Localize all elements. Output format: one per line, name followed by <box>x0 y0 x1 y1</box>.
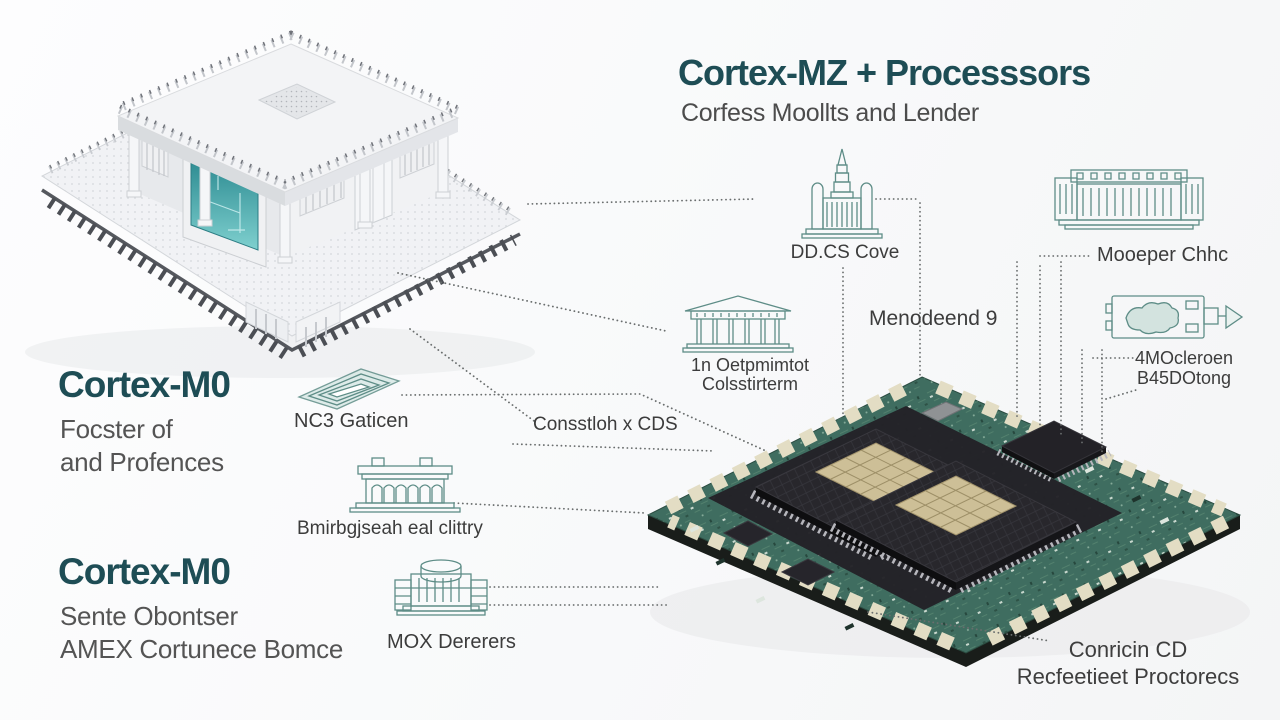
section-text-bottom-line1: Sente Obontser <box>60 601 238 631</box>
small-chip <box>996 420 1112 483</box>
callout-label-mocleroen-line2: B45DOtong <box>1136 368 1232 388</box>
callout-label-oetpmimtot-line1: 1n Oetpmimtot <box>690 355 810 375</box>
spire-building-icon <box>801 148 883 239</box>
section-heading-cortex-m0-top: Cortex-M0 <box>58 364 231 405</box>
callout-label-mocleroen: 4MOcleroen B45DOtong <box>1130 348 1238 388</box>
chip-tray-icon <box>297 368 401 410</box>
engine-schematic-icon <box>1105 295 1244 339</box>
callout-label-conricin: Conricin CD Recfeetieet Proctorecs <box>1000 636 1256 690</box>
section-text-top-line2: and Profences <box>60 447 224 477</box>
section-heading-cortex-m0-bottom: Cortex-M0 <box>58 551 231 592</box>
section-text-bottom: Sente Obontser AMEX Cortunece Bomce <box>60 600 343 666</box>
callout-label-mooeper: Mooeper Chhc <box>1097 244 1229 266</box>
callout-label-bmrbgjseahr: Bmirbgjseah eal clittry <box>297 518 483 539</box>
page-subtitle: Corfess Moollts and Lender <box>681 99 979 127</box>
temple-building-icon <box>682 295 794 353</box>
callout-label-consstloh: Consstloh x CDS <box>533 414 678 435</box>
machine-building-icon <box>394 559 488 616</box>
colonnade-building-icon <box>349 457 461 513</box>
dotted-connector-lines <box>397 198 1137 642</box>
isometric-white-temple-chip <box>25 30 535 378</box>
callout-label-conricin-line1: Conricin CD <box>1068 637 1188 662</box>
page-title: Cortex-MZ + Processsors <box>678 52 1091 93</box>
callout-label-conricin-line2: Recfeetieet Proctorecs <box>1016 664 1240 689</box>
callout-label-oetpmimtot: 1n Oetpmimtot Colsstirterm <box>686 356 814 394</box>
processor-chip-right <box>829 460 1083 594</box>
callout-label-nc3: NC3 Gaticen <box>294 410 409 432</box>
callout-label-ddcs: DD.CS Cove <box>790 242 900 263</box>
callout-label-mox: MOX Dererers <box>387 631 516 653</box>
callout-label-oetpmimtot-line2: Colsstirterm <box>701 374 798 394</box>
section-text-top: Focster of and Profences <box>60 413 224 479</box>
wide-building-icon <box>1054 169 1204 230</box>
green-pcb-processor-board <box>646 376 1250 667</box>
callout-label-mocleroen-line1: 4MOcleroen <box>1134 348 1234 368</box>
callout-label-menodeend: Menodeend 9 <box>869 307 998 330</box>
section-text-top-line1: Focster of <box>60 414 173 444</box>
section-text-bottom-line2: AMEX Cortunece Bomce <box>60 634 344 664</box>
